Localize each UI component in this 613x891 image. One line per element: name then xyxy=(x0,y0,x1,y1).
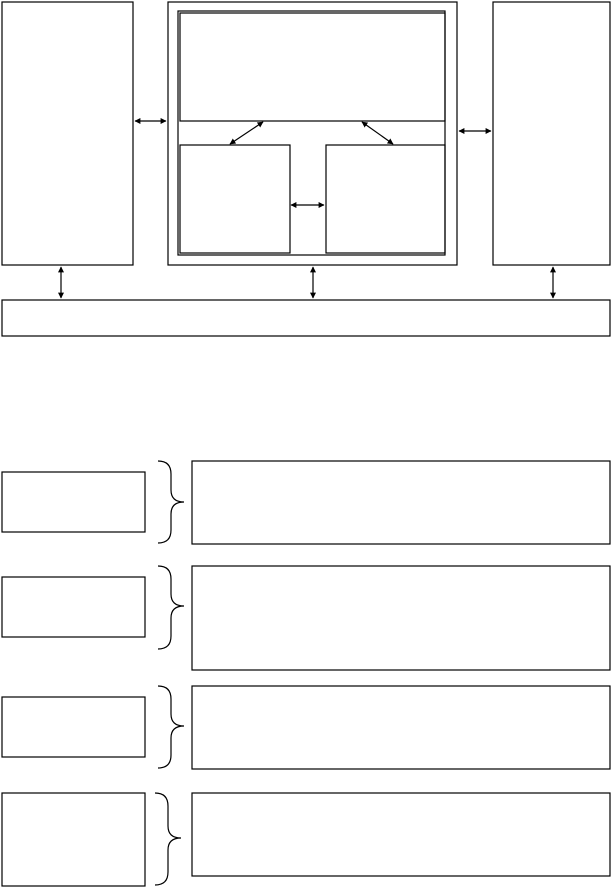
legend-row xyxy=(1,792,611,887)
legend-description-box xyxy=(191,460,611,545)
center-bottom-right-box xyxy=(325,144,446,254)
arrow-bl-to-top xyxy=(229,121,264,145)
legend-item-box xyxy=(1,576,146,638)
right-panel xyxy=(492,1,611,266)
legend-description-box xyxy=(191,565,611,671)
legend-brace xyxy=(157,565,185,650)
center-bottom-left-box xyxy=(179,144,291,254)
legend-brace xyxy=(157,460,185,544)
legend-row xyxy=(1,685,611,770)
left-panel xyxy=(1,1,134,266)
legend-row xyxy=(1,460,611,545)
legend-row xyxy=(1,565,611,671)
legend-brace xyxy=(157,685,185,769)
legend-item-box xyxy=(1,471,146,533)
bottom-bar xyxy=(1,299,611,337)
arrow-br-to-top xyxy=(361,121,394,145)
center-panel xyxy=(167,1,458,266)
legend-description-box xyxy=(191,685,611,770)
legend-item-box xyxy=(1,696,146,758)
legend-brace xyxy=(154,792,182,886)
legend-item-box xyxy=(1,792,146,887)
center-top-box xyxy=(179,12,446,122)
legend-description-box xyxy=(191,792,611,877)
